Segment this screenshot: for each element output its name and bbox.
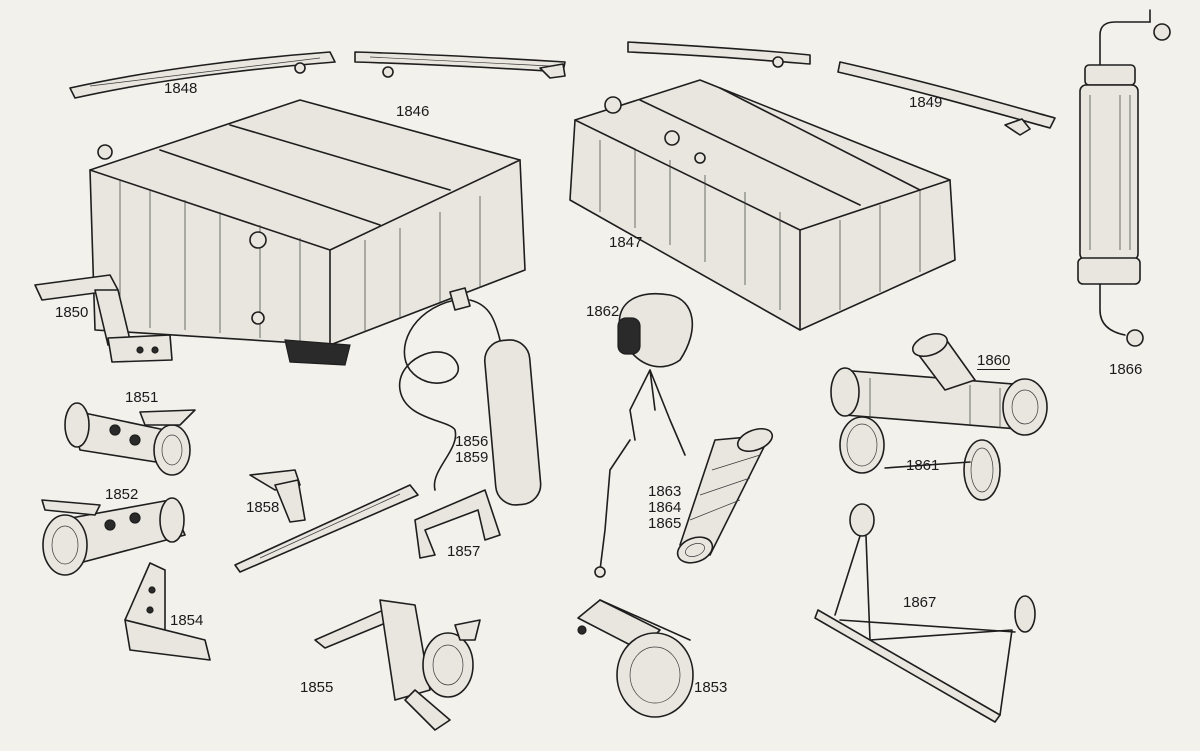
- clamp-ring-icon: [839, 416, 1001, 501]
- fuel-tank-icon: [569, 79, 956, 331]
- tank-strap-icon: [627, 41, 1056, 136]
- part-number-1847: 1847: [609, 234, 643, 251]
- pipe-junction-icon: [830, 332, 1048, 436]
- part-number-1857: 1857: [447, 543, 481, 560]
- tube-clamp-icon: [64, 402, 196, 476]
- part-number-1862: 1862: [586, 303, 620, 320]
- part-number-1854: 1854: [170, 612, 204, 629]
- fuel-tank-icon: [89, 99, 526, 366]
- bracket-icon: [34, 274, 173, 363]
- part-number-1851: 1851: [125, 389, 159, 406]
- part-number-1864: 1864: [648, 499, 682, 516]
- part-number-group-1863-1865: 1863 1864 1865: [648, 484, 681, 532]
- part-number-1859: 1859: [455, 449, 489, 466]
- part-number-1850: 1850: [55, 304, 89, 321]
- part-number-1853: 1853: [694, 679, 728, 696]
- tube-clamp-icon: [314, 599, 481, 731]
- part-number-1863: 1863: [648, 483, 682, 500]
- part-number-1848: 1848: [164, 80, 198, 97]
- tube-clamp-icon: [577, 599, 694, 718]
- tank-strap-icon: [69, 51, 566, 99]
- part-number-group-1856-1859: 1856 1859: [455, 434, 488, 466]
- part-number-1852: 1852: [105, 486, 139, 503]
- part-number-1849: 1849: [909, 94, 943, 111]
- tube-clamp-icon: [41, 497, 186, 576]
- support-frame-icon: [814, 503, 1036, 723]
- bracket-icon: [249, 469, 306, 523]
- sleeve-icon: [676, 427, 774, 564]
- part-number-1856: 1856: [455, 433, 489, 450]
- part-number-1867: 1867: [903, 594, 937, 611]
- sight-gauge-icon: [1077, 9, 1171, 347]
- bracket-icon: [124, 562, 211, 661]
- part-number-1855: 1855: [300, 679, 334, 696]
- part-number-1866: 1866: [1109, 361, 1143, 378]
- part-number-1860: 1860: [977, 352, 1011, 370]
- hand-pump-icon: [234, 287, 542, 573]
- lamp-bracket-icon: [594, 293, 694, 578]
- part-number-1865: 1865: [648, 515, 682, 532]
- bracket-icon: [414, 489, 501, 559]
- part-number-1861: 1861: [906, 457, 940, 474]
- part-number-1846: 1846: [396, 103, 430, 120]
- part-number-1858: 1858: [246, 499, 280, 516]
